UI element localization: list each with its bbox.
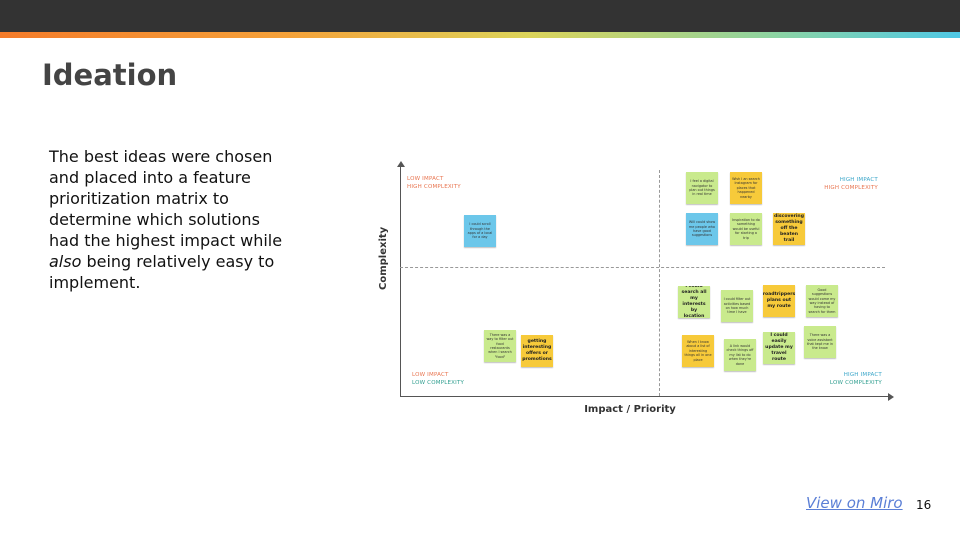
- y-axis-arrow-icon: [397, 161, 405, 167]
- accent-stripe: [0, 32, 960, 38]
- quadrant-impact-label: HIGH IMPACT: [843, 372, 882, 378]
- sticky-note: I could filter out activities based on h…: [721, 290, 753, 322]
- quadrant-impact-label: LOW IMPACT: [407, 176, 444, 182]
- slide-title: Ideation: [42, 58, 178, 92]
- sticky-note: discovering something off the beaten tra…: [773, 213, 805, 245]
- y-axis-label: Complexity: [378, 226, 389, 290]
- sticky-note: Inspiration to do something would be use…: [730, 213, 762, 245]
- quadrant-impact-label: LOW IMPACT: [412, 372, 449, 378]
- page-number: 16: [916, 498, 932, 512]
- sticky-note: There was a voice assistant that kept me…: [804, 326, 836, 358]
- sticky-note: I feel a digital navigator to plan out t…: [686, 172, 718, 204]
- sticky-note: getting interesting offers or promotions: [521, 335, 553, 367]
- sticky-note: Wish I an search Instagram for places th…: [730, 172, 762, 204]
- quadrant-label-bottom-left: LOW IMPACT LOW COMPLEXITY: [412, 371, 464, 387]
- quadrant-impact-label: HIGH IMPACT: [839, 177, 878, 183]
- quadrant-complexity-label: LOW COMPLEXITY: [412, 380, 465, 386]
- horizontal-divider: [400, 267, 885, 268]
- body-text-part-1: The best ideas were chosen and placed in…: [49, 147, 283, 250]
- sticky-note: Will could show me people who have good …: [686, 213, 718, 245]
- body-text-part-3: being relatively easy to implement.: [49, 252, 275, 292]
- sticky-note: roadtrippers plans out my route: [763, 285, 795, 317]
- x-axis-label: Impact / Priority: [584, 404, 676, 415]
- sticky-note: I could scroll through the apps of a loc…: [464, 215, 496, 247]
- sticky-note: There was a way to filter out food resta…: [484, 330, 516, 362]
- sticky-note: A link would check things off my list to…: [724, 339, 756, 371]
- x-axis-arrow-icon: [888, 393, 894, 401]
- quadrant-complexity-label: HIGH COMPLEXITY: [824, 185, 878, 191]
- body-text: The best ideas were chosen and placed in…: [49, 146, 289, 293]
- view-on-miro-link[interactable]: View on Miro: [806, 494, 903, 512]
- sticky-note: I could easily update my travel route: [763, 332, 795, 364]
- sticky-note: I could search all my interests by locat…: [678, 286, 710, 318]
- y-axis-line: [400, 166, 401, 396]
- top-bar: [0, 0, 960, 32]
- quadrant-label-bottom-right: HIGH IMPACT LOW COMPLEXITY: [800, 371, 882, 387]
- quadrant-complexity-label: LOW COMPLEXITY: [829, 380, 882, 386]
- x-axis-line: [400, 396, 890, 397]
- body-text-emphasis: also: [49, 252, 82, 271]
- quadrant-complexity-label: HIGH COMPLEXITY: [407, 184, 461, 190]
- vertical-divider: [659, 170, 660, 396]
- quadrant-label-top-right: HIGH IMPACT HIGH COMPLEXITY: [800, 176, 878, 192]
- sticky-note: Good suggestions would come my way inste…: [806, 285, 838, 317]
- prioritization-matrix: LOW IMPACT HIGH COMPLEXITY HIGH IMPACT H…: [360, 158, 900, 428]
- quadrant-label-top-left: LOW IMPACT HIGH COMPLEXITY: [407, 175, 461, 191]
- sticky-note: When I know about a list of interesting …: [682, 335, 714, 367]
